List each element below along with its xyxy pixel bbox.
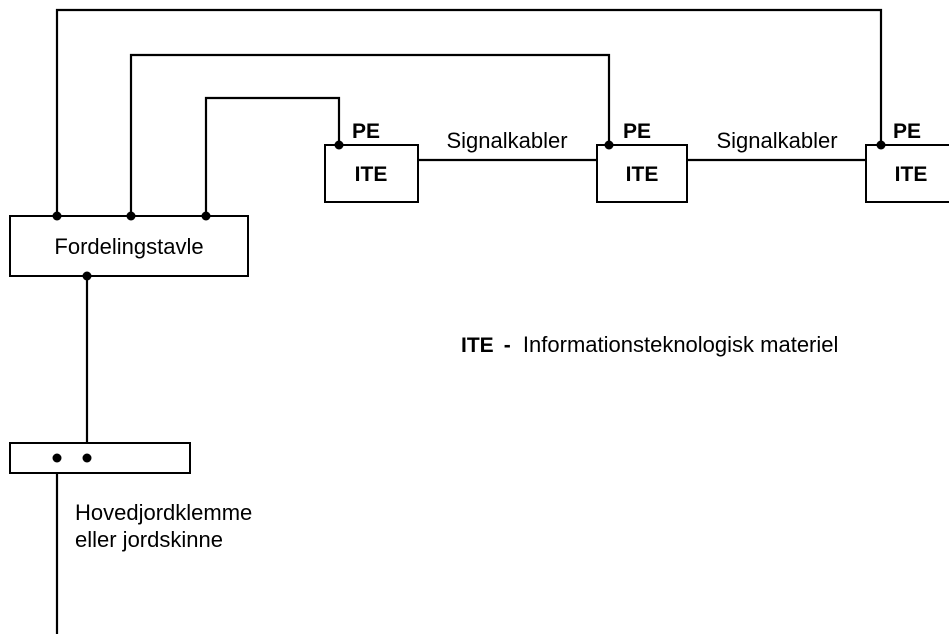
distribution-board-label: Fordelingstavle — [54, 234, 203, 259]
ite-box-2 — [596, 144, 688, 203]
pe-wire-ite-1 — [204, 96, 341, 216]
ite-label-3: ITE — [895, 163, 928, 186]
pe-terminal-dot-2 — [604, 140, 614, 150]
pe-wire-ite-3 — [55, 8, 883, 216]
legend: ITE - Informationsteknologisk materiel — [461, 332, 838, 357]
ite-box-1 — [324, 144, 419, 203]
main-earth-label-line1: Hovedjordklemme — [75, 500, 252, 525]
board-earth-dot — [82, 271, 92, 281]
board-terminal-dot-3 — [201, 211, 211, 221]
signal-cable-label-2: Signalkabler — [716, 128, 837, 153]
ite-box-3 — [865, 144, 949, 203]
main-earth-terminal — [9, 442, 191, 474]
earth-terminal-dot-2 — [82, 453, 92, 463]
pe-terminal-dot-1 — [334, 140, 344, 150]
ite-label-2: ITE — [626, 163, 659, 186]
distribution-board — [9, 215, 249, 277]
main-earth-label-line2: eller jordskinne — [75, 527, 223, 552]
legend-separator: - — [504, 334, 511, 357]
pe-terminal-dot-3 — [876, 140, 886, 150]
pe-label-3: PE — [893, 120, 921, 143]
earth-terminal-dot-1 — [52, 453, 62, 463]
signal-cable-label-1: Signalkabler — [446, 128, 567, 153]
legend-abbreviation: ITE — [461, 334, 494, 357]
pe-label-1: PE — [352, 120, 380, 143]
legend-description: Informationsteknologisk materiel — [523, 332, 838, 357]
board-terminal-dot-1 — [52, 211, 62, 221]
pe-label-2: PE — [623, 120, 651, 143]
pe-wire-ite-2 — [129, 53, 611, 216]
ite-label-1: ITE — [355, 163, 388, 186]
board-terminal-dot-2 — [126, 211, 136, 221]
